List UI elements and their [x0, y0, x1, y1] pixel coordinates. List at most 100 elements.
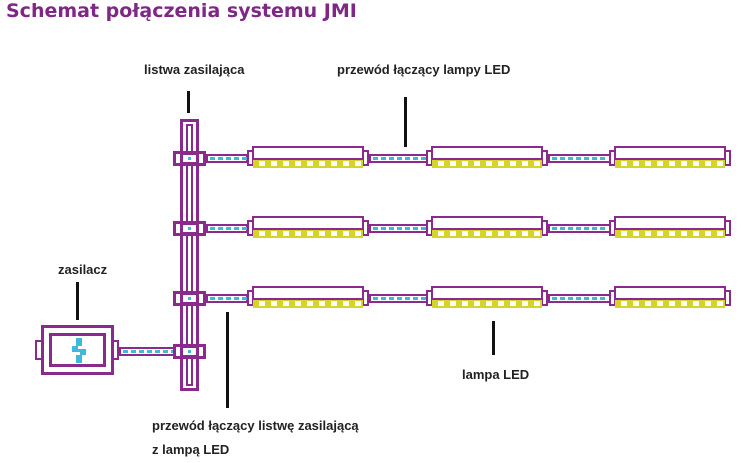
lamp-cable-3-1	[369, 294, 428, 303]
wire-dash	[373, 227, 378, 230]
led-gap	[331, 161, 337, 166]
led-gap	[355, 161, 361, 166]
led-gap	[510, 301, 516, 306]
lamp-2-2-tube	[431, 216, 543, 230]
lamp-2-3-divider	[614, 228, 726, 230]
wire-dash	[242, 227, 247, 230]
lamp-1-3-divider	[614, 158, 726, 160]
wire-dash	[397, 227, 402, 230]
lamp-3-3-tube	[614, 286, 726, 300]
led-gap	[534, 231, 540, 236]
wire-dash	[210, 157, 215, 160]
wire-dash	[381, 227, 386, 230]
label-power-supply: zasilacz	[58, 262, 108, 277]
led-gap	[645, 161, 651, 166]
wire-dash	[147, 350, 152, 353]
led-gap	[657, 161, 663, 166]
led-gap	[633, 231, 639, 236]
led-gap	[450, 231, 456, 236]
led-gap	[717, 161, 723, 166]
wire-dash	[234, 227, 239, 230]
power-strip-inner	[186, 124, 193, 386]
lamp-3-2-divider	[431, 298, 543, 300]
led-gap	[474, 231, 480, 236]
wire-dash	[600, 227, 605, 230]
psu-body	[41, 325, 114, 375]
led-gap	[705, 231, 711, 236]
led-gap	[681, 231, 687, 236]
socket-frame	[181, 293, 198, 304]
wire-dash	[234, 297, 239, 300]
lamp-1-1-divider	[252, 158, 364, 160]
led-gap	[271, 231, 277, 236]
led-gap	[450, 301, 456, 306]
led-gap	[259, 161, 265, 166]
wire-dash	[552, 297, 557, 300]
wire-dash	[210, 227, 215, 230]
wire-dash	[226, 297, 231, 300]
led-gap	[522, 231, 528, 236]
led-gap	[522, 161, 528, 166]
strip-socket-1	[173, 151, 206, 166]
led-gap	[307, 231, 313, 236]
wire-dash	[421, 157, 426, 160]
socket-frame	[181, 153, 198, 164]
led-gap	[343, 301, 349, 306]
led-gap	[669, 301, 675, 306]
wire-dash	[600, 157, 605, 160]
label-lamp-cable: przewód łączący lampy LED	[337, 62, 511, 77]
pointer-led-lamp	[492, 321, 495, 355]
led-gap	[355, 231, 361, 236]
wire-dash	[210, 297, 215, 300]
led-gap	[657, 231, 663, 236]
led-gap	[705, 161, 711, 166]
socket-dot	[188, 227, 191, 230]
led-gap	[633, 161, 639, 166]
led-gap	[343, 231, 349, 236]
led-gap	[705, 301, 711, 306]
pointer-strip-cable	[226, 312, 229, 408]
wire-dash	[234, 157, 239, 160]
lamp-1-1-tube	[252, 146, 364, 160]
led-gap	[307, 161, 313, 166]
lightning-icon	[72, 338, 86, 363]
power-strip-outer	[180, 119, 199, 391]
led-gap	[450, 161, 456, 166]
socket-dot	[188, 297, 191, 300]
lamp-2-2-divider	[431, 228, 543, 230]
lamp-2-3-tube	[614, 216, 726, 230]
wire-dash	[552, 157, 557, 160]
led-gap	[486, 301, 492, 306]
led-gap	[295, 301, 301, 306]
lamp-cable-2-2	[548, 224, 611, 233]
led-gap	[295, 161, 301, 166]
wire-dash	[592, 157, 597, 160]
led-gap	[474, 161, 480, 166]
pointer-power-strip	[187, 91, 190, 113]
led-gap	[486, 161, 492, 166]
strip-socket-3	[173, 291, 206, 306]
strip-socket-2	[173, 221, 206, 236]
led-gap	[693, 231, 699, 236]
socket-frame	[181, 223, 198, 234]
lamp-3-1-divider	[252, 298, 364, 300]
wire-dash	[242, 157, 247, 160]
wire-dash	[584, 157, 589, 160]
led-gap	[498, 231, 504, 236]
led-gap	[681, 301, 687, 306]
led-gap	[343, 161, 349, 166]
led-gap	[462, 231, 468, 236]
wire-dash	[163, 350, 168, 353]
wire-dash	[405, 157, 410, 160]
wire-dash	[560, 157, 565, 160]
led-gap	[498, 301, 504, 306]
led-gap	[693, 161, 699, 166]
wire-dash	[421, 297, 426, 300]
wire-dash	[226, 157, 231, 160]
label-strip-cable-line2: z lampą LED	[152, 442, 230, 457]
wire-dash	[592, 297, 597, 300]
wire-dash	[576, 157, 581, 160]
led-gap	[271, 301, 277, 306]
led-gap	[510, 161, 516, 166]
